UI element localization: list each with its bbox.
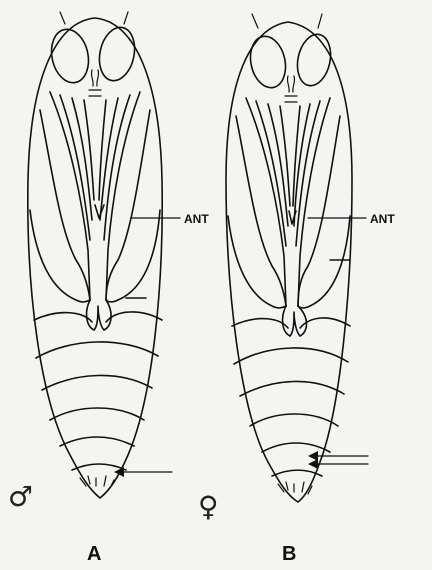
ant-label-a: ANT	[184, 212, 209, 226]
panel-letter-a: A	[87, 543, 101, 565]
male-symbol: ♂	[8, 480, 33, 513]
female-symbol: ♀	[198, 490, 219, 523]
pupa-b-outline	[226, 14, 352, 502]
panel-a: ANT ♂ A	[8, 12, 209, 565]
panel-b: ANT ♀ B	[198, 14, 395, 565]
panel-letter-b: B	[282, 543, 296, 565]
gonad-arrowhead-b-lower	[308, 459, 318, 469]
ant-label-b: ANT	[370, 212, 395, 226]
gonad-arrowhead-a	[114, 467, 124, 477]
pupa-a-outline	[28, 12, 162, 498]
gonad-arrowhead-b-upper	[308, 451, 318, 461]
